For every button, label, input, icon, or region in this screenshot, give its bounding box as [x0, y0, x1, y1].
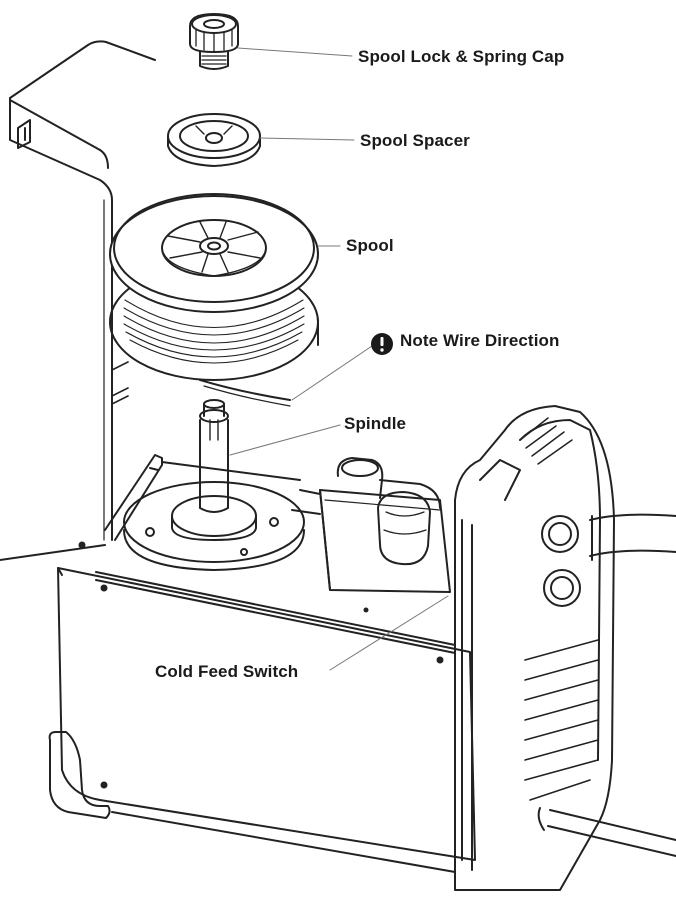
housing-back-wall — [0, 40, 156, 561]
wire-spool — [109, 193, 319, 381]
housing-side-panel — [48, 567, 476, 873]
label-note-wire-direction: Note Wire Direction — [400, 331, 560, 350]
housing-vents — [111, 361, 129, 405]
spindle — [199, 399, 229, 513]
spool-spacer — [167, 113, 261, 167]
leader-lines — [229, 47, 449, 671]
exclamation-icon — [371, 333, 393, 355]
wire-feeder — [291, 457, 451, 593]
label-spool: Spool — [346, 236, 394, 255]
spindle-base-plate — [123, 481, 305, 571]
panel-screws — [78, 541, 444, 789]
feeder-bracket — [104, 454, 301, 541]
label-cold-feed-switch: Cold Feed Switch — [155, 662, 299, 681]
label-spool-spacer: Spool Spacer — [360, 131, 470, 150]
welding-wire — [199, 379, 291, 407]
label-spool-lock-cap: Spool Lock & Spring Cap — [358, 47, 565, 66]
label-spindle: Spindle — [344, 414, 407, 433]
spool-lock-cap — [189, 13, 239, 70]
front-panel — [454, 405, 676, 891]
